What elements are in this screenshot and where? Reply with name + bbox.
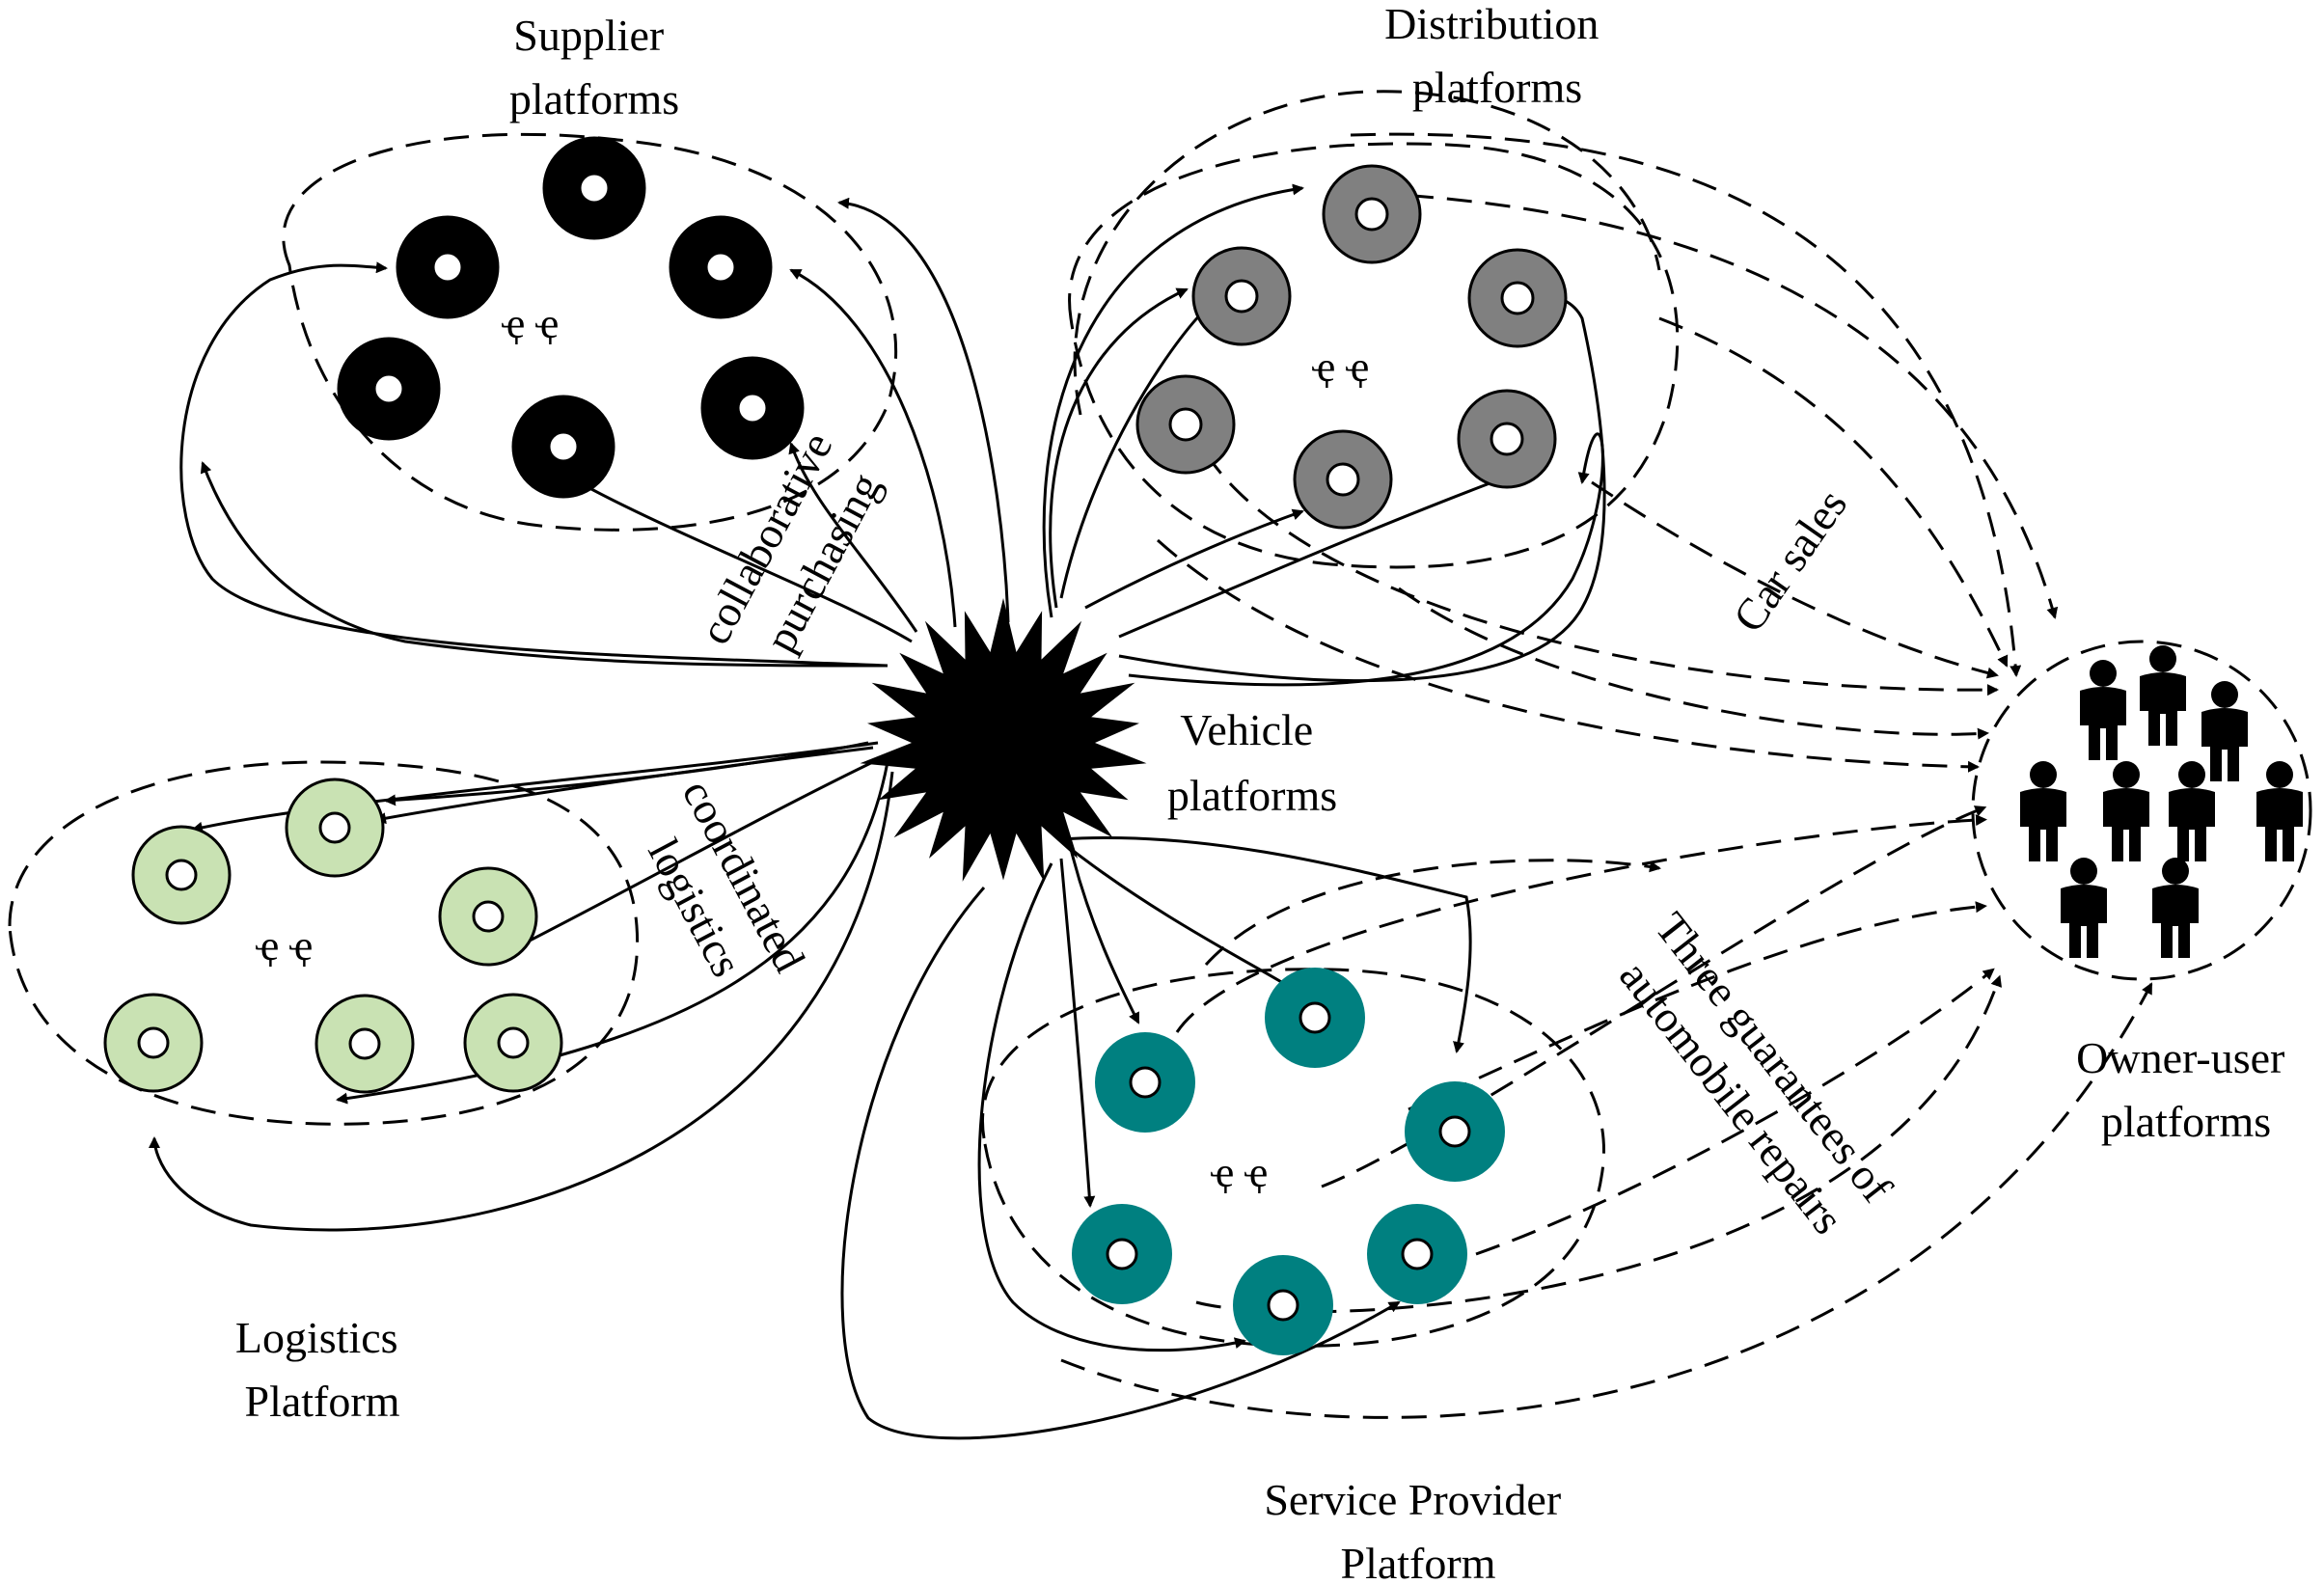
collaborative-purchasing-label: collaborative purchasing xyxy=(690,415,902,681)
supplier-platform-ring-icon xyxy=(511,395,615,499)
logistics-platform-ring-icon xyxy=(438,866,538,967)
owner-cluster-boundary xyxy=(1971,640,2312,981)
svg-text:Car sales: Car sales xyxy=(1723,480,1856,641)
distribution-platform-ring-icon xyxy=(1191,246,1292,346)
service-platform-ring-icon xyxy=(1072,1204,1172,1304)
person-icon xyxy=(2256,761,2303,861)
logistics-platform-ring-icon xyxy=(285,778,385,878)
service-provider-platform-label: Service Provider Platform xyxy=(1264,1475,1572,1584)
person-icon xyxy=(2201,681,2248,781)
three-guarantees-label: Three guarantees of automobile repairs xyxy=(1600,903,1908,1255)
supplier-platform-ring-icon xyxy=(669,215,773,319)
vehicle-platforms-label: Vehicle platforms xyxy=(1167,705,1337,820)
supplier-platform-ring-icon xyxy=(396,215,500,319)
logistics-ellipsis: ҿ ҿ xyxy=(256,922,313,970)
distribution-ellipsis: ҿ ҿ xyxy=(1312,343,1369,391)
service-platform-ring-icon xyxy=(1095,1032,1195,1133)
svg-text:Three guarantees of auto: Three guarantees of automobile repairs xyxy=(1600,903,1908,1255)
owner-label-line-1: Owner-user xyxy=(2076,1033,2284,1082)
owner-label-line-2: platforms xyxy=(2101,1097,2271,1146)
svg-text:coordinated logistics: coordinated logistics xyxy=(622,772,820,1017)
service-platform-ring-icon xyxy=(1405,1081,1505,1182)
vehicle-label-line-1: Vehicle xyxy=(1180,705,1313,754)
platform-rings xyxy=(103,136,1568,1355)
service-platform-ring-icon xyxy=(1367,1204,1467,1304)
distribution-label-line-1: Distribution xyxy=(1384,0,1599,48)
service-platform-ring-icon xyxy=(1265,968,1365,1068)
logistics-platform-ring-icon xyxy=(131,825,232,925)
vehicle-platforms-hub xyxy=(860,598,1147,882)
distribution-cluster-outer-boundary xyxy=(1073,90,1661,416)
logistics-label-line-2: Platform xyxy=(245,1377,400,1426)
service-cluster-boundary xyxy=(981,968,1605,1348)
logistics-cluster-boundary xyxy=(8,760,640,1126)
person-icon xyxy=(2140,645,2186,746)
logistics-platform-ring-icon xyxy=(463,993,563,1093)
distribution-platform-ring-icon xyxy=(1293,429,1393,530)
logistics-platform-ring-icon xyxy=(103,993,204,1093)
solid-arrows xyxy=(149,183,1606,1440)
logistics-platform-ring-icon xyxy=(314,994,415,1094)
dashed-arrows xyxy=(1060,132,2153,1419)
distribution-platform-ring-icon xyxy=(1467,248,1568,348)
person-icon xyxy=(2020,761,2066,861)
car-sales-label: Car sales xyxy=(1723,480,1856,641)
svg-text:collaborative purchasing: collaborative purchasing xyxy=(690,415,902,681)
supplier-platform-ring-icon xyxy=(337,337,441,441)
person-icon xyxy=(2169,761,2215,861)
supplier-platform-ring-icon xyxy=(542,136,646,240)
logistics-platform-label: Logistics Platform xyxy=(235,1313,409,1426)
owner-user-figures xyxy=(2020,645,2303,958)
person-icon xyxy=(2103,761,2149,861)
distribution-label-line-2: platforms xyxy=(1412,63,1582,112)
distribution-platform-ring-icon xyxy=(1457,389,1557,489)
service-ellipsis: ҿ ҿ xyxy=(1211,1149,1268,1196)
supplier-label-line-1: Supplier xyxy=(513,11,664,60)
supplier-cluster-boundary xyxy=(282,132,898,532)
service-label-line-1: Service Provider xyxy=(1264,1475,1561,1524)
person-icon xyxy=(2061,858,2107,958)
supplier-ellipsis: ҿ ҿ xyxy=(502,300,559,347)
distribution-platforms-label: Distribution platforms xyxy=(1384,0,1610,112)
person-icon xyxy=(2080,660,2126,760)
service-label-line-2: Platform xyxy=(1341,1539,1496,1584)
owner-user-platforms-label: Owner-user platforms xyxy=(2076,1033,2296,1146)
service-platform-ring-icon xyxy=(1233,1255,1333,1355)
person-icon xyxy=(2152,858,2199,958)
distribution-platform-ring-icon xyxy=(1135,374,1236,475)
distribution-platform-ring-icon xyxy=(1322,164,1422,264)
supplier-platform-ring-icon xyxy=(700,356,805,460)
supplier-platforms-label: Supplier platforms xyxy=(509,11,679,123)
vehicle-label-line-2: platforms xyxy=(1167,771,1337,820)
logistics-label-line-1: Logistics xyxy=(235,1313,398,1362)
cluster-boundaries xyxy=(8,90,2312,1348)
distribution-cluster-boundary xyxy=(1068,142,1680,569)
coordinated-logistics-label: coordinated logistics xyxy=(622,772,820,1017)
supplier-label-line-2: platforms xyxy=(509,74,679,123)
